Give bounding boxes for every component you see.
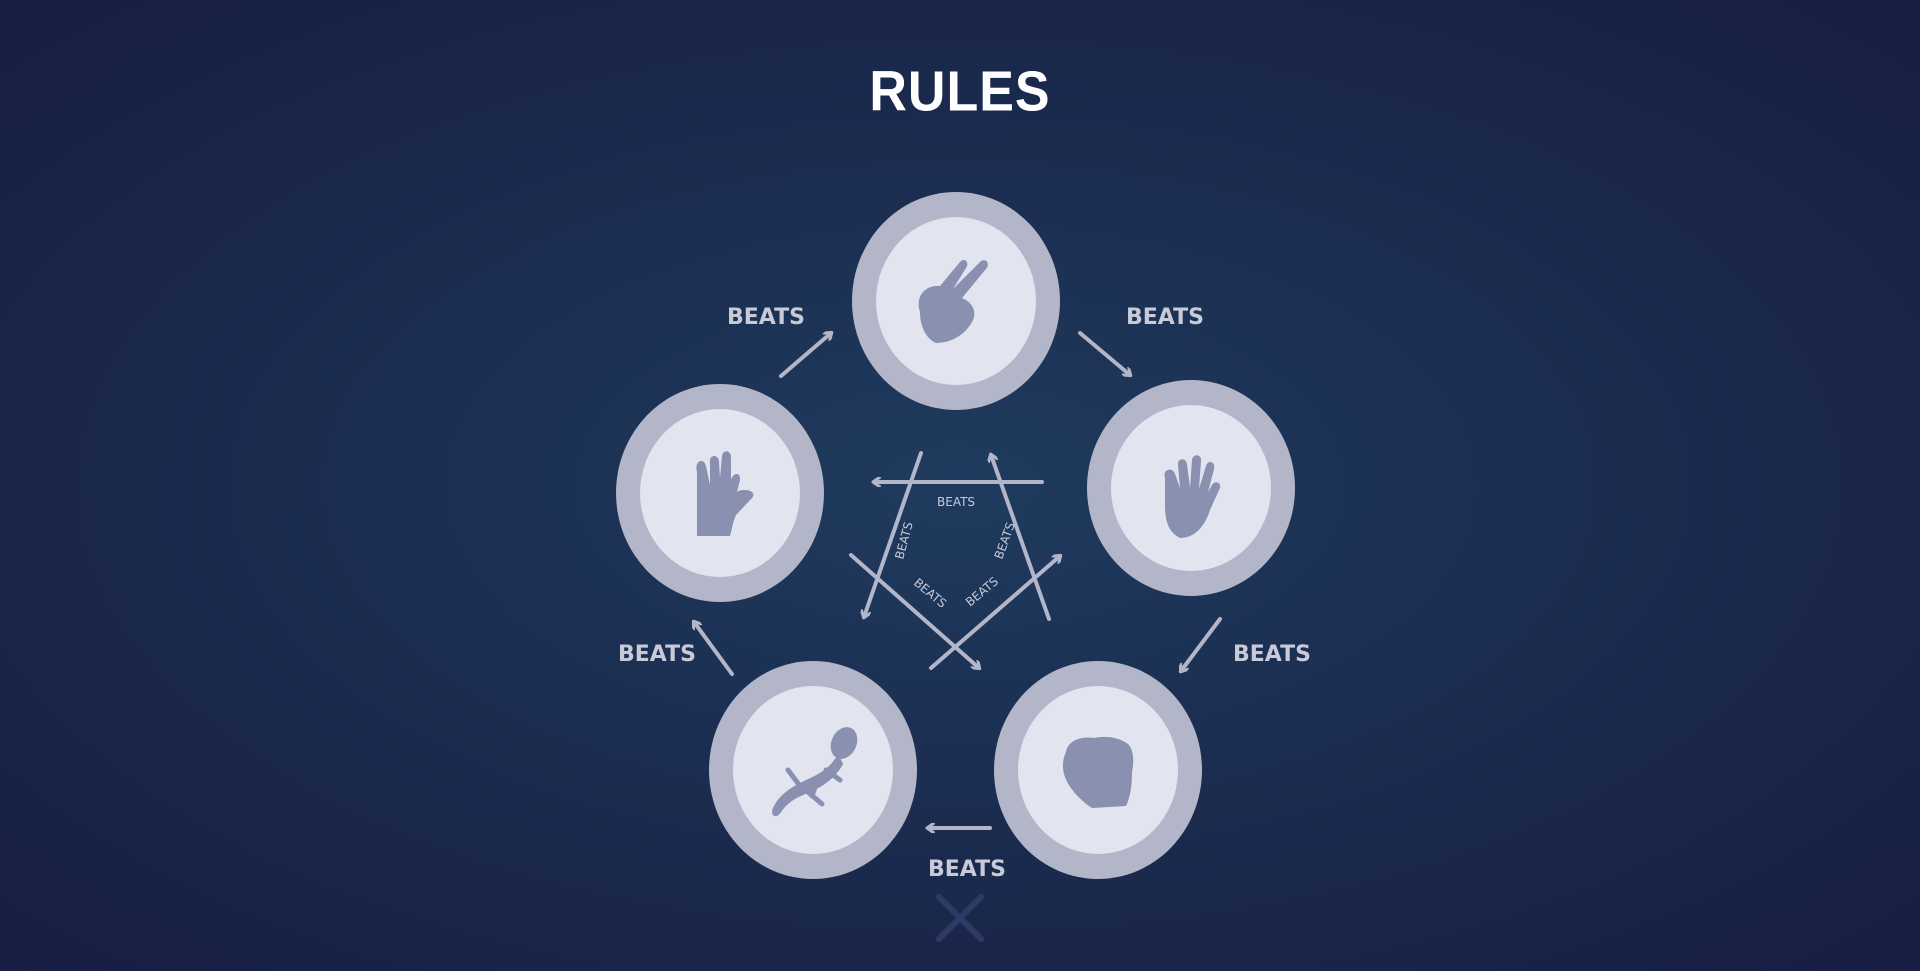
choice-spock: [616, 384, 824, 602]
arrow-lizard-to-paper: [929, 556, 1060, 670]
paper-hand-icon: [1164, 455, 1221, 538]
arrow-lizard-to-spock: [694, 622, 734, 676]
rock-fist-icon: [1062, 736, 1134, 808]
beats-label-lizard-spock: BEATS: [618, 642, 696, 667]
arrow-rock-to-scissors: [991, 455, 1051, 621]
choice-paper: [1087, 380, 1295, 596]
beats-label-rock-lizard: BEATS: [928, 857, 1006, 882]
arrow-spock-to-scissors: [779, 333, 831, 378]
beats-label-inner-top: BEATS: [937, 495, 975, 509]
choice-rock: [994, 661, 1202, 879]
beats-label-inner-bottom-right: BEATS: [963, 574, 1001, 609]
beats-label-inner-right: BEATS: [992, 520, 1018, 561]
scissors-hand-icon: [918, 259, 988, 343]
arrow-spock-to-rock: [849, 553, 979, 668]
rules-title: RULES: [869, 60, 1051, 124]
choice-lizard: [709, 661, 917, 879]
arrow-paper-to-rock: [1181, 617, 1222, 671]
beats-label-inner-bottom-left: BEATS: [911, 576, 949, 611]
close-icon: [936, 894, 984, 942]
outer-arrows: [694, 331, 1222, 828]
lizard-icon: [772, 727, 858, 817]
close-button[interactable]: [935, 893, 985, 943]
beats-label-spock-scissors: BEATS: [727, 305, 805, 330]
beats-label-scissors-paper: BEATS: [1126, 305, 1204, 330]
arrow-scissors-to-paper: [1078, 331, 1130, 375]
arrow-scissors-to-lizard: [864, 451, 923, 617]
choice-scissors: [852, 192, 1060, 410]
beats-label-paper-rock: BEATS: [1233, 642, 1311, 667]
inner-arrows: [849, 451, 1060, 670]
spock-hand-icon: [696, 451, 754, 536]
